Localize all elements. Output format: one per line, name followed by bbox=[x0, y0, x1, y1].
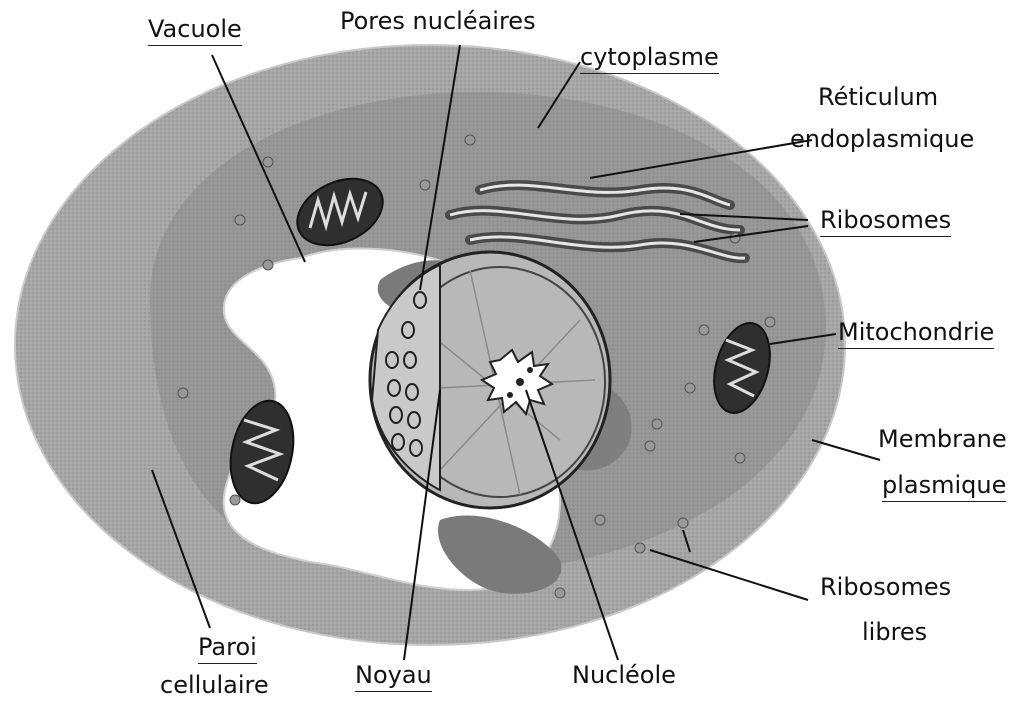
label-free-ribosomes-line2: libres bbox=[862, 617, 927, 647]
label-free-ribosomes-line1: Ribosomes bbox=[820, 572, 951, 602]
label-mitochondria: Mitochondrie bbox=[838, 317, 994, 349]
label-reticulum-line2: endoplasmique bbox=[790, 124, 974, 154]
label-ribosomes: Ribosomes bbox=[820, 205, 951, 237]
label-cell-wall-line2: cellulaire bbox=[160, 670, 269, 700]
label-membrane-line2: plasmique bbox=[882, 470, 1006, 502]
label-cytoplasm: cytoplasme bbox=[580, 42, 719, 74]
label-nuclear-pores: Pores nucléaires bbox=[340, 6, 536, 36]
label-membrane-line1: Membrane bbox=[878, 424, 1007, 454]
label-cell-wall-line1: Paroi bbox=[198, 632, 257, 664]
label-nucleolus: Nucléole bbox=[572, 660, 676, 690]
label-reticulum-line1: Réticulum bbox=[818, 82, 938, 112]
label-nucleus: Noyau bbox=[355, 660, 432, 692]
label-vacuole: Vacuole bbox=[148, 14, 242, 46]
